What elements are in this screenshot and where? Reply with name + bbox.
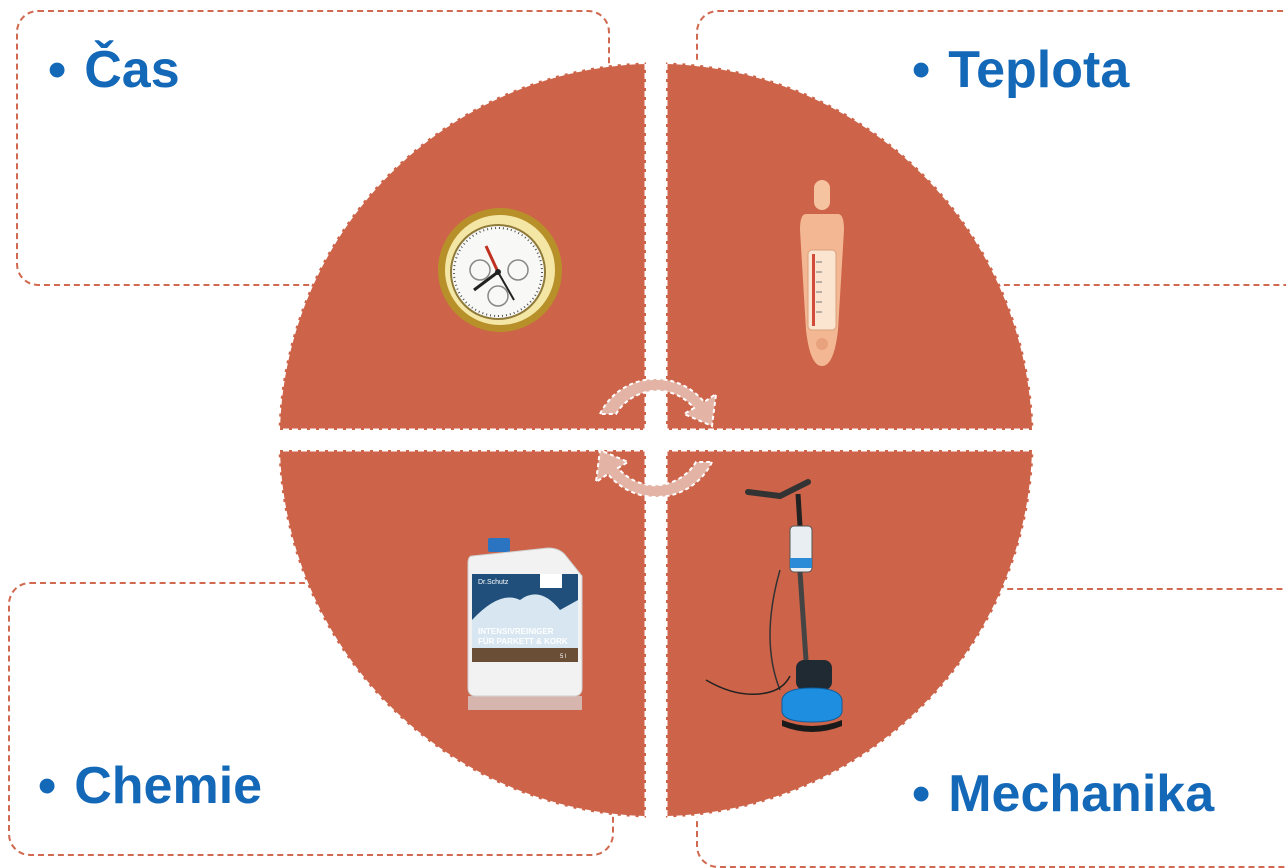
quadrant-temperature [664,60,1036,432]
temperature-label: • Teplota [912,44,1129,96]
thermometer-icon [800,180,844,366]
time-text: Čas [84,41,180,99]
stopwatch-icon [438,208,562,332]
bullet: • [912,765,931,823]
bullet: • [48,41,67,99]
temperature-text: Teplota [948,41,1130,99]
quadrant-chemistry [276,448,648,820]
time-label: • Čas [48,44,180,96]
canister-product-line2: FÜR PARKETT & KORK [478,637,568,646]
floor-machine-icon [705,479,843,732]
canister-brand-text: Dr.Schutz [478,579,509,586]
bullet: • [912,41,931,99]
chemistry-text: Chemie [74,757,263,815]
bullet: • [38,757,57,815]
canister-product-line1: INTENSIVREINIGER [478,627,554,636]
canister-volume-text: 5 l [560,654,566,660]
mechanics-label: • Mechanika [912,768,1214,820]
cleaner-canister-icon: Dr.Schutz INTENSIVREINIGER FÜR PARKETT &… [467,538,583,710]
chemistry-label: • Chemie [38,760,262,812]
mechanics-text: Mechanika [948,765,1215,823]
quadrant-mechanics [664,448,1036,820]
cycle-arrows-icon [594,378,718,498]
